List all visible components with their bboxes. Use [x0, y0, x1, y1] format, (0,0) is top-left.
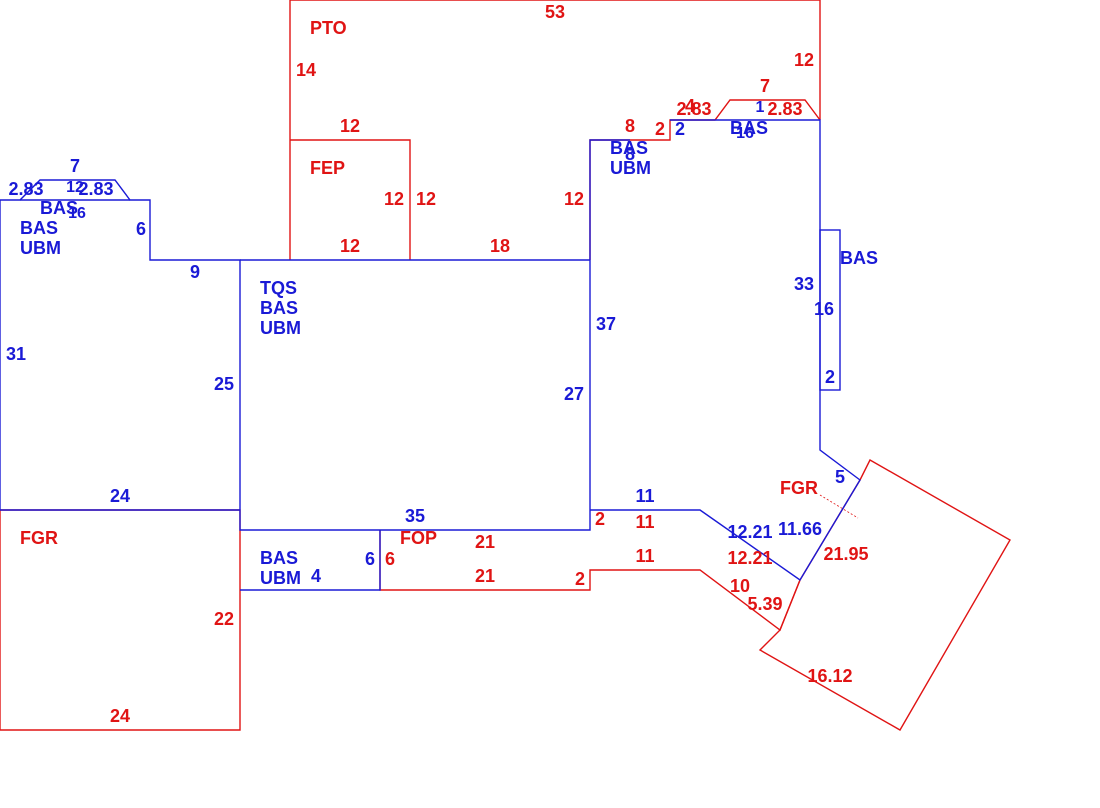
- dim-right-2: 2: [675, 119, 685, 139]
- dim-pto-step: 8: [625, 116, 635, 136]
- right-fgr-outline: [758, 459, 1011, 731]
- dim-left-6: 6: [136, 219, 146, 239]
- area-labels: PTO FEP TQS BAS UBM BAS UBM BAS BAS UBM …: [20, 18, 878, 588]
- dim-pto-bay-top: 7: [760, 76, 770, 96]
- dim-fep-bottom: 12: [340, 236, 360, 256]
- dim-left-9: 9: [190, 262, 200, 282]
- dim-fop-11-lower: 11: [635, 546, 654, 566]
- dim-tqs-35: 35: [405, 506, 425, 526]
- dim-lower-4: 4: [311, 566, 321, 586]
- dim-fop-right-step: 2: [595, 509, 605, 529]
- tqs-bas-label: BAS: [260, 298, 298, 318]
- dim-fgr-539: 5.39: [747, 594, 782, 614]
- dim-pto-left: 14: [296, 60, 316, 80]
- dim-pto-inner-right: 12: [564, 189, 584, 209]
- strip-bas-label: BAS: [840, 248, 878, 268]
- dim-pto-bay-4: 4: [685, 96, 695, 116]
- fep-outline: [290, 139, 411, 260]
- dim-fgr-1612: 16.12: [807, 666, 852, 686]
- top-bas-label: BAS: [730, 118, 768, 138]
- left-ubm-label: UBM: [20, 238, 61, 258]
- dim-left-bay-left: 2.83: [8, 179, 43, 199]
- dim-pto-bottom: 18: [490, 236, 510, 256]
- dim-lower-6: 6: [365, 549, 375, 569]
- dim-left-bay-16: 16: [68, 205, 86, 222]
- lower-bas-label: BAS: [260, 548, 298, 568]
- right-bas-label: BAS: [610, 138, 648, 158]
- dim-pto-bay-right: 2.83: [767, 99, 802, 119]
- tqs-ubm-label: UBM: [260, 318, 301, 338]
- dim-fop-bottom: 21: [475, 566, 495, 586]
- dim-fop-top: 21: [475, 532, 495, 552]
- dim-left-bay-top: 7: [70, 156, 80, 176]
- pto-outline: [289, 0, 821, 260]
- dim-tqs-27: 27: [564, 384, 584, 404]
- dim-right-1166: 11.66: [778, 519, 822, 539]
- dim-left-fgr-right: 22: [214, 609, 234, 629]
- dim-fop-11-upper: 11: [635, 512, 654, 532]
- dim-top-16: 16: [736, 125, 754, 142]
- dim-left-fgr-bottom: 24: [110, 706, 130, 726]
- sub-area-outlines: [0, 0, 1011, 731]
- dim-fep-right-outer: 12: [416, 189, 436, 209]
- dim-left-25: 25: [214, 374, 234, 394]
- tqs-label: TQS: [260, 278, 297, 298]
- dim-right-8: 8: [625, 144, 635, 164]
- dim-fop-left: 6: [385, 549, 395, 569]
- dim-fop-step: 2: [575, 569, 585, 589]
- dim-pto-bay-left: 2.83: [676, 99, 711, 119]
- main-body-outline: [0, 139, 630, 531]
- dim-strip-16: 16: [814, 299, 834, 319]
- dim-fop-10: 10: [730, 576, 750, 596]
- dim-right-33: 33: [794, 274, 814, 294]
- fgr-leader: [819, 494, 859, 519]
- dim-left-bay-right: 2.83: [78, 179, 113, 199]
- main-area-outlines: [0, 119, 861, 591]
- dim-top-1: 1: [756, 99, 765, 116]
- dim-pto-step-2: 2: [655, 119, 665, 139]
- dim-pto-right: 12: [794, 50, 814, 70]
- dim-left-24: 24: [110, 486, 130, 506]
- dim-fop-diag: 12.21: [727, 548, 772, 568]
- right-ubm-label: UBM: [610, 158, 651, 178]
- main-area-dimensions: 7 2.83 12 2.83 16 6 9 31 25 24 27 35 6 4…: [6, 99, 845, 586]
- right-fgr-label: FGR: [780, 478, 818, 498]
- left-fgr-label: FGR: [20, 528, 58, 548]
- right-block-outline: [590, 119, 861, 582]
- fop-label: FOP: [400, 528, 437, 548]
- fep-label: FEP: [310, 158, 345, 178]
- lower-ubm-label: UBM: [260, 568, 301, 588]
- dim-right-5: 5: [835, 467, 845, 487]
- dim-left-31: 31: [6, 344, 26, 364]
- dim-pto-top: 53: [545, 2, 565, 22]
- dim-right-37: 37: [596, 314, 616, 334]
- dim-fep-top: 12: [340, 116, 360, 136]
- dim-strip-2: 2: [825, 367, 835, 387]
- lower-bas-box: [240, 530, 381, 591]
- dim-fgr-2195: 21.95: [823, 544, 868, 564]
- left-bas-label: BAS: [20, 218, 58, 238]
- bas-strip: [819, 229, 841, 391]
- sub-area-dimensions: 53 14 12 12 12 12 12 18 12 8 2 2.83 4 7 …: [110, 2, 869, 726]
- dim-right-1221: 12.21: [727, 522, 772, 542]
- dim-right-11: 11: [635, 486, 654, 506]
- left-top-bas-label: BAS: [40, 198, 78, 218]
- pto-label: PTO: [310, 18, 347, 38]
- dim-left-bay-12: 12: [66, 179, 84, 196]
- dim-fep-right-inner: 12: [384, 189, 404, 209]
